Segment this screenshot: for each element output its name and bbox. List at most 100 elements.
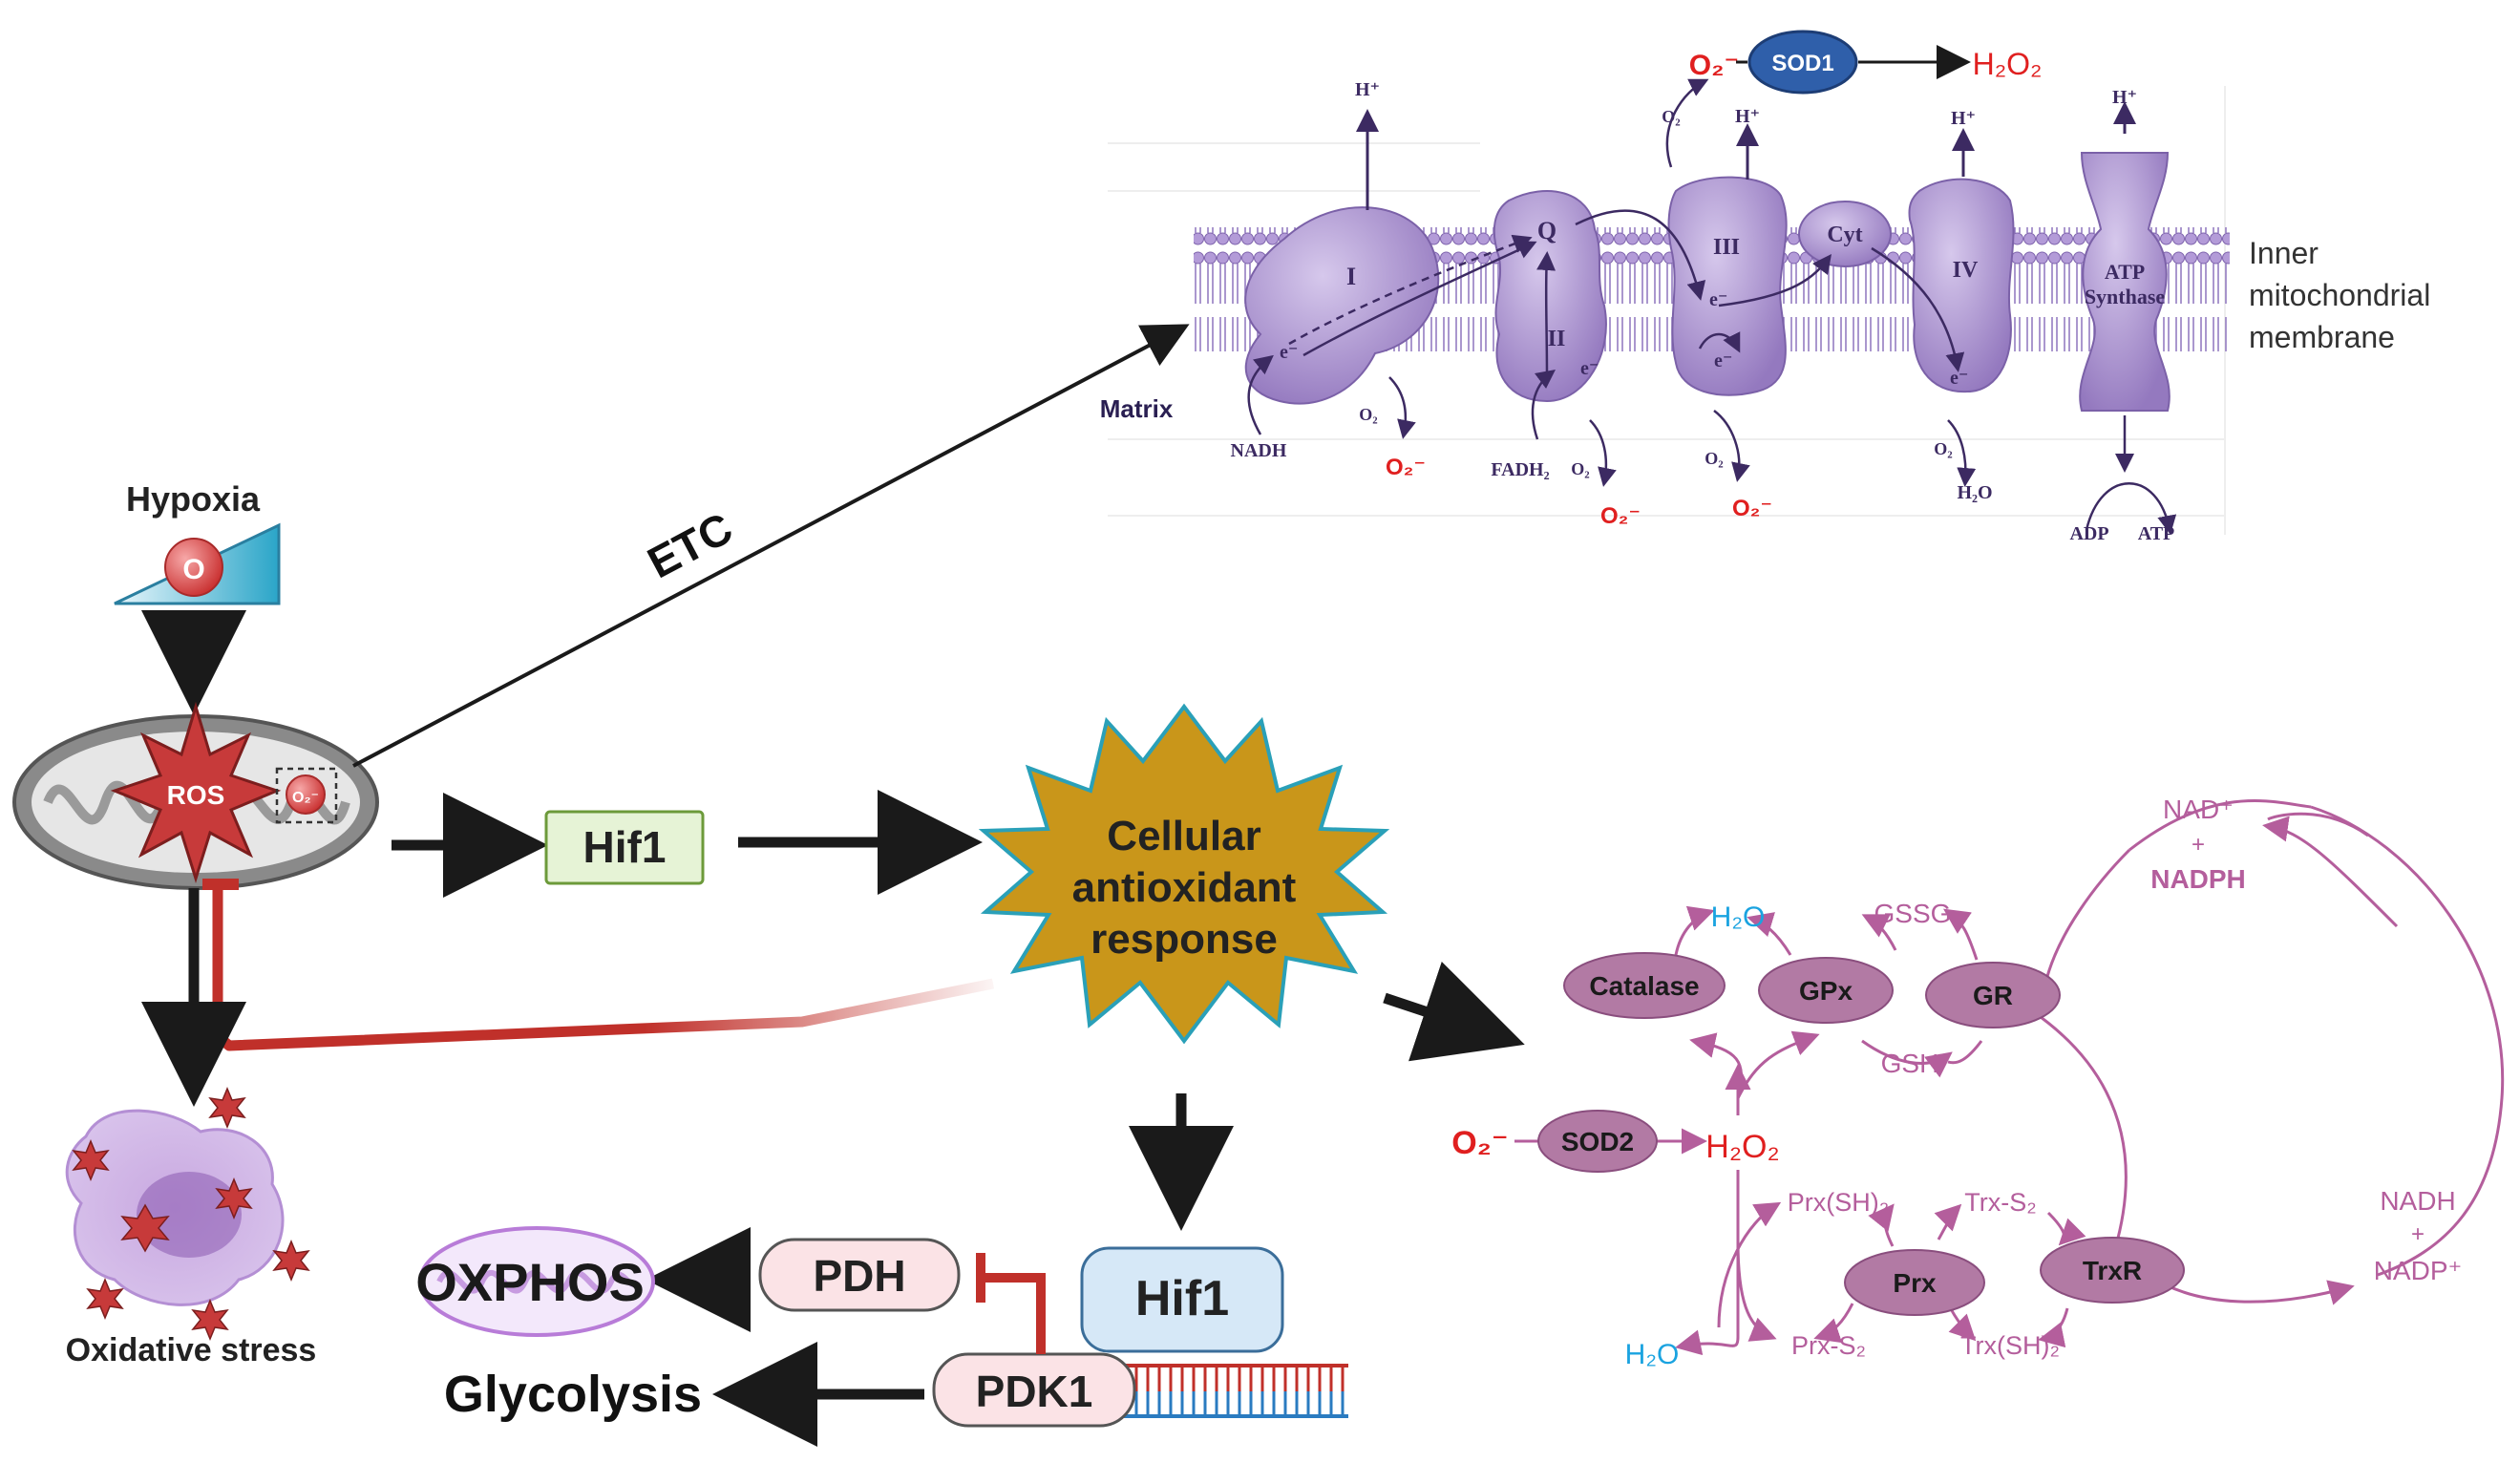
h2o-top-label: H₂O (1711, 901, 1766, 933)
hif1-bottom-label: Hif1 (1135, 1271, 1229, 1326)
complex-iv-label: IV (1953, 258, 1979, 283)
atp-synthase-label-1: ATP (2105, 260, 2145, 284)
matrix-h2o-label: H₂O (1957, 482, 1992, 503)
catalase-label: Catalase (1589, 971, 1699, 1001)
nadph-label: NADPH (2150, 864, 2246, 894)
prx-label: Prx (1893, 1268, 1937, 1298)
superoxide-ball-icon (286, 774, 326, 815)
antioxidant-cycle-lines (1514, 799, 2505, 1356)
oxphos-label: OXPHOS (415, 1252, 645, 1312)
gpx-enzyme (1758, 957, 1894, 1024)
electron-label-2: e⁻ (1580, 358, 1599, 379)
cytochrome-c-label: Cyt (1827, 223, 1862, 247)
hif1-top-label: Hif1 (583, 822, 667, 872)
inhibition-line-pdk1-to-pdh (984, 1273, 1046, 1354)
adp-label: ADP (2069, 523, 2108, 544)
matrix-o2-label-2: O₂ (1571, 459, 1589, 478)
matrix-superoxide-arrows (1247, 354, 2177, 535)
atp-synthase-icon (2079, 152, 2171, 412)
etc-h2o2-label: H₂O₂ (1973, 47, 2043, 81)
matrix-superoxide-label-1: O₂⁻ (1386, 455, 1426, 480)
trxr-label: TrxR (2083, 1256, 2142, 1285)
hypoxia-gradient-icon (114, 522, 281, 605)
sod1-label: SOD1 (1771, 51, 1833, 76)
inner-membrane-label-3: membrane (2249, 320, 2395, 354)
superoxide-ball-label: O₂⁻ (292, 790, 319, 806)
gpx-label: GPx (1799, 976, 1853, 1006)
nadh-substrate-label: NADH (1231, 440, 1287, 461)
proton-pump-arrows (1356, 101, 2136, 210)
electron-label-3: e⁻ (1709, 289, 1727, 310)
gr-enzyme (1925, 962, 2061, 1028)
complex-iii-icon (1667, 176, 1788, 396)
hypoxia-oxygen-symbol: O (182, 554, 204, 585)
complex-i-icon (1244, 206, 1440, 405)
inner-membrane-label-1: Inner (2249, 236, 2319, 270)
trx-s2-label: Trx-S₂ (1964, 1188, 2036, 1217)
gssg-label: GSSG (1874, 899, 1952, 928)
hypoxia-label: Hypoxia (126, 479, 261, 519)
atp-synthase-label-2: Synthase (2085, 285, 2166, 308)
atp-label: ATP (2138, 523, 2175, 544)
complex-iv-icon (1908, 178, 2015, 393)
matrix-o2-label-4: O₂ (1934, 439, 1952, 458)
h2o-bottom-label: H₂O (1625, 1339, 1680, 1370)
matrix-superoxide-label-2: O₂⁻ (1600, 503, 1641, 529)
ros-particles (72, 1087, 310, 1341)
superoxide-highlight-box (275, 767, 338, 824)
sod1-enzyme (1747, 30, 1858, 95)
etc-o2-label-top: O₂ (1662, 107, 1680, 126)
prx-s2-label: Prx-S₂ (1791, 1331, 1866, 1360)
gsh-label: GSH (1881, 1049, 1939, 1078)
arrow-mitochondrion-to-etc (352, 324, 1190, 768)
prx-enzyme (1844, 1249, 1985, 1316)
gr-label: GR (1973, 981, 2013, 1010)
electron-flow-arrows (1288, 209, 1965, 378)
complex-i-label: I (1346, 263, 1356, 290)
proton-label-2: H⁺ (1735, 106, 1760, 127)
ros-burst-icon (110, 701, 282, 884)
proton-label-4: H⁺ (2112, 87, 2137, 108)
antioxidant-response-starburst (978, 703, 1390, 1045)
glycolysis-label: Glycolysis (444, 1366, 702, 1423)
hif1-top-box (544, 810, 705, 885)
cytochrome-c-icon (1798, 201, 1892, 267)
pdh-label: PDH (813, 1251, 905, 1301)
ubiquinone-q-label: Q (1537, 217, 1556, 244)
ros-label: ROS (167, 780, 225, 810)
antioxidant-response-line3: response (1091, 916, 1278, 963)
etc-sod1-substrate: O₂⁻ (1689, 50, 1740, 81)
pdk1-label: PDK1 (976, 1367, 1093, 1416)
hif1-bottom-box (1080, 1246, 1284, 1353)
oxphos-mitochondrion-icon (418, 1226, 655, 1337)
fadh2-substrate-label: FADH₂ (1491, 459, 1549, 480)
antioxidant-response-line1: Cellular (1107, 813, 1260, 859)
etc-label: ETC (640, 502, 741, 587)
trxr-enzyme (2040, 1237, 2185, 1304)
proton-label-3: H⁺ (1951, 108, 1976, 129)
sod2-enzyme (1537, 1110, 1658, 1173)
trx-sh2-label: Trx(SH)₂ (1960, 1331, 2060, 1360)
prx-sh2-label: Prx(SH)₂ (1788, 1188, 1889, 1217)
complex-iii-label: III (1713, 235, 1740, 260)
matrix-o2-label-3: O₂ (1705, 449, 1723, 468)
inhibition-line-antioxidant-to-ros (212, 888, 995, 1051)
nadp-plus-label: NADP⁺ (2374, 1256, 2463, 1285)
sod2-label: SOD2 (1561, 1127, 1634, 1156)
catalase-enzyme (1563, 952, 1726, 1019)
complex-ii-label: II (1548, 327, 1566, 351)
superoxide-label: O₂⁻ (1451, 1125, 1509, 1161)
matrix-o2-label-1: O₂ (1359, 405, 1377, 424)
electron-label-5: e⁻ (1950, 368, 1968, 389)
antioxidant-response-line2: antioxidant (1072, 864, 1297, 911)
nad-plus-plus-sign: + (2192, 832, 2205, 858)
electron-label-4: e⁻ (1714, 350, 1732, 371)
h2o2-label: H₂O₂ (1705, 1129, 1779, 1165)
matrix-label: Matrix (1100, 394, 1174, 423)
nad-plus-label: NAD⁺ (2163, 795, 2234, 824)
pdh-box (758, 1238, 961, 1312)
proton-label-1: H⁺ (1355, 79, 1380, 100)
oxidative-stress-label: Oxidative stress (66, 1332, 317, 1368)
nadh-label: NADH (2380, 1186, 2455, 1216)
